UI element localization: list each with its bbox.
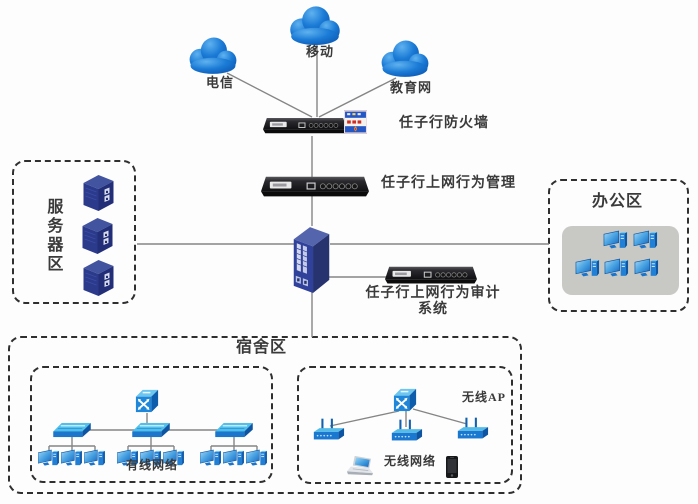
telecom-cloud-icon: [189, 37, 237, 74]
audit-system-device-icon: [385, 266, 477, 285]
wireless-network-zone: [297, 366, 513, 484]
audit-system-label-line1: 任子行上网行为审计: [365, 286, 501, 301]
dorm-area-label: 宿舍区: [236, 339, 288, 356]
office-computers-panel: [562, 226, 679, 295]
behavior-management-device-icon: [261, 176, 369, 197]
server-area-zone: [12, 160, 136, 304]
wireless-network-label: 无线网络: [384, 454, 437, 468]
office-area-zone: [548, 179, 689, 312]
wired-network-label: 有线网络: [126, 458, 179, 472]
audit-system-label-line2: 系统: [418, 302, 448, 318]
telecom-cloud-label: 电信: [206, 75, 235, 90]
mobile-cloud-icon: [290, 6, 340, 45]
mobile-cloud-label: 移动: [306, 44, 335, 59]
server-area-label: 服务器区: [44, 198, 62, 274]
wired-network-zone: [30, 366, 273, 483]
firewall-device-icon: [263, 117, 347, 134]
wireless-ap-label: 无线AP: [462, 390, 506, 404]
education-cloud-label: 教育网: [390, 80, 433, 95]
dorm-area-zone: [8, 336, 522, 494]
education-cloud-icon: [381, 40, 429, 77]
certification-badge-icon: [344, 110, 367, 134]
office-area-label: 办公区: [592, 193, 644, 210]
audit-system-label: 任子行上网行为审计 系统: [358, 286, 508, 318]
behavior-management-label: 任子行上网行为管理: [381, 176, 516, 191]
core-switch-icon: [293, 226, 330, 293]
firewall-label: 任子行防火墙: [399, 116, 489, 131]
